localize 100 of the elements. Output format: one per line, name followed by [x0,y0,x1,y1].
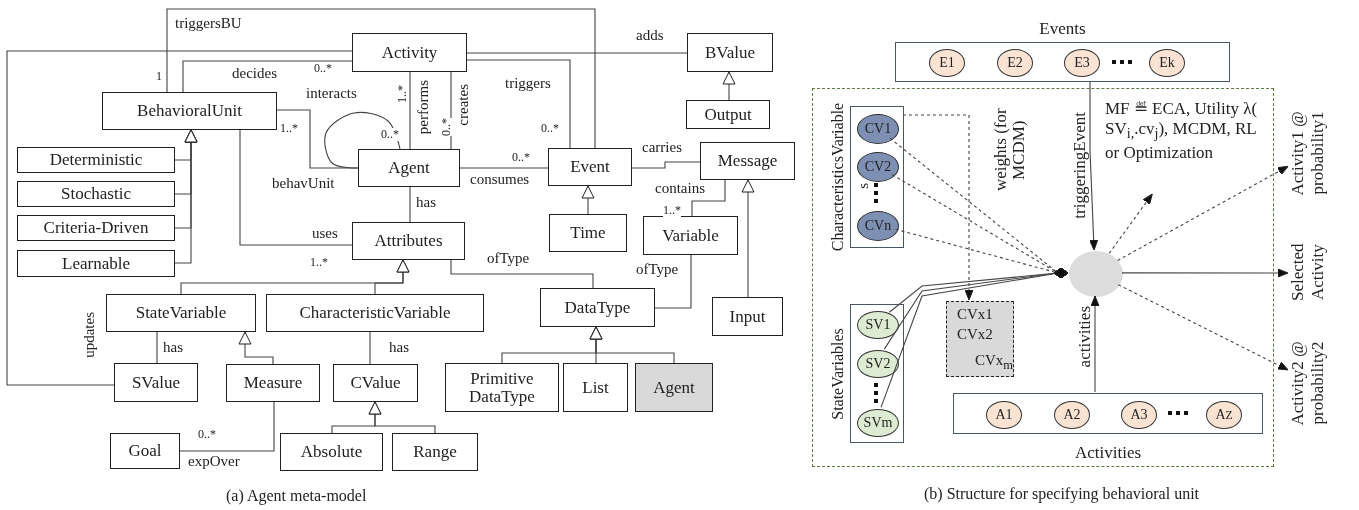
class-box: Absolute [280,433,383,471]
class-box: Variable [643,216,738,255]
connector-line [654,254,692,309]
arrow [1121,268,1289,278]
class-box: Activity [352,33,467,72]
variable-ellipse: SV2 [857,350,899,378]
variable-ellipse: CV2 [857,152,899,182]
variable-label: CVx2 [957,326,993,343]
class-box: Range [392,433,478,471]
event-ellipse: E3 [1064,49,1100,77]
event-ellipse: E2 [997,49,1033,77]
multiplicity-label: 1..* [663,204,681,217]
arrow [1108,193,1153,254]
class-box: Message [700,142,795,180]
connector-line [450,259,594,289]
class-box: Goal [110,433,180,469]
variable-ellipse: SVm [857,409,899,437]
activity-ellipse: A1 [986,401,1022,429]
arrow [1090,295,1100,393]
arrow [1089,81,1099,251]
class-box: Criteria-Driven [17,215,175,241]
multiplicity-label: 0..* [440,118,453,136]
class-box: Measure [226,364,320,402]
variable-ellipse: CVn [857,211,899,241]
class-box: BehavioralUnit [102,92,277,130]
class-box: Learnable [17,250,175,277]
multiplicity-label: 0..* [314,62,332,75]
generalization-arrow [374,259,410,295]
connector-line [450,71,452,150]
class-box: Event [548,148,632,186]
class-box: Attributes [352,222,465,260]
variable-ellipse: SV1 [857,311,899,339]
multiplicity-label: 0..* [381,128,399,141]
generalization-arrow [722,71,736,101]
selector-ellipse [1069,251,1123,297]
weights-box [946,301,1014,377]
multiplicity-label: 0..* [512,151,530,164]
class-box: Agent [635,363,713,412]
arrow [902,114,974,301]
edge-label: triggeringEvent [1071,112,1089,219]
generalization-arrow [589,326,675,364]
edge-label: triggersBU [175,16,242,32]
panel-heading: Activities [1073,443,1143,463]
class-box: StateVariable [106,294,256,332]
figure-caption: (b) Structure for specifying behavioral unit [924,486,1200,503]
connector-line [324,111,401,169]
class-box: CharacteristicVariable [266,294,484,332]
multiplicity-label: 1..* [280,122,298,135]
generalization-arrow [368,401,436,434]
edge-label: performs [416,80,432,135]
outcome-label: Activity1 @ probability1 [1288,100,1328,205]
connector-line [409,71,411,150]
variable-ellipse: CV1 [857,114,899,144]
generalization-arrow [174,129,198,264]
arrow [1117,165,1289,262]
class-box: List [563,363,628,412]
edge-label: updates [82,312,98,358]
edge-label: triggers [505,76,551,92]
connector-line [156,331,158,364]
variable-label: CVx1 [957,306,993,323]
class-box: SValue [114,363,198,402]
activity-ellipse: A2 [1054,401,1090,429]
generalization-arrow [581,185,595,215]
multiplicity-label: 1..* [396,85,409,103]
class-box: Agent [358,149,460,187]
activity-ellipse: A3 [1121,401,1157,429]
class-box: Primitive DataType [445,363,559,412]
panel-heading: CharacteristicsVariable [829,102,847,252]
class-box: Output [686,100,770,129]
connector-line [166,8,596,149]
outcome-label: Selected Activity [1288,232,1328,312]
multiplicity-label: 0..* [198,428,216,441]
class-box: BValue [687,33,773,72]
class-box: Time [549,214,627,252]
connector-line [631,161,701,169]
edge-label: ofType [487,251,530,267]
class-box: CValue [333,364,418,402]
multiplicity-label: 1..* [310,256,328,269]
connector-line [369,331,371,365]
panel-heading: StateVariables [829,327,847,420]
class-box: Deterministic [17,147,175,173]
connector-line [182,60,353,93]
generalization-arrow [741,179,755,298]
connector-line [239,129,353,246]
formula-text: MF ≝ ECA, Utility λ( SV$_{i,}$.cv$_{j}$), MCDM, RL or Optimization [1105,99,1271,195]
class-box: DataType [540,288,655,327]
arrow [1117,284,1289,371]
connector-line [459,167,549,169]
panel-heading: Events [1038,19,1087,39]
connector-line [6,50,353,386]
variable-label: CVx$_{m}$ [975,352,1014,373]
class-box: Stochastic [17,181,175,207]
generalization-arrow [238,331,274,365]
outcome-label: Activity2 @ probability2 [1288,330,1328,435]
class-box: Input [712,297,783,336]
connector-line [179,401,275,452]
connector-line [409,186,411,223]
connector-line [691,179,726,217]
connector-line [466,52,688,54]
edge-label: expOver [188,454,240,470]
